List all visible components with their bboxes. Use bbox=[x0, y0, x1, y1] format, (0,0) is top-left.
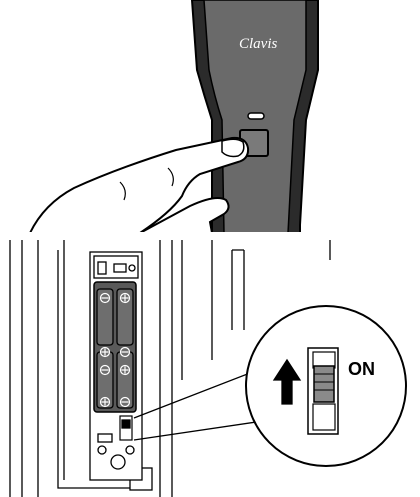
indicator-led bbox=[248, 113, 264, 119]
bottom-panel: ON bbox=[10, 240, 406, 497]
top-panel: Clavis bbox=[30, 0, 318, 233]
device-power-switch-knob bbox=[122, 420, 130, 428]
reset-button[interactable] bbox=[111, 455, 125, 469]
brand-logo: Clavis bbox=[239, 36, 277, 52]
port bbox=[126, 446, 134, 454]
port bbox=[98, 446, 106, 454]
port-slot bbox=[98, 434, 112, 442]
switch-on-label: ON bbox=[348, 359, 375, 379]
callout-leader bbox=[134, 420, 270, 440]
slide-switch-icon bbox=[308, 348, 338, 434]
